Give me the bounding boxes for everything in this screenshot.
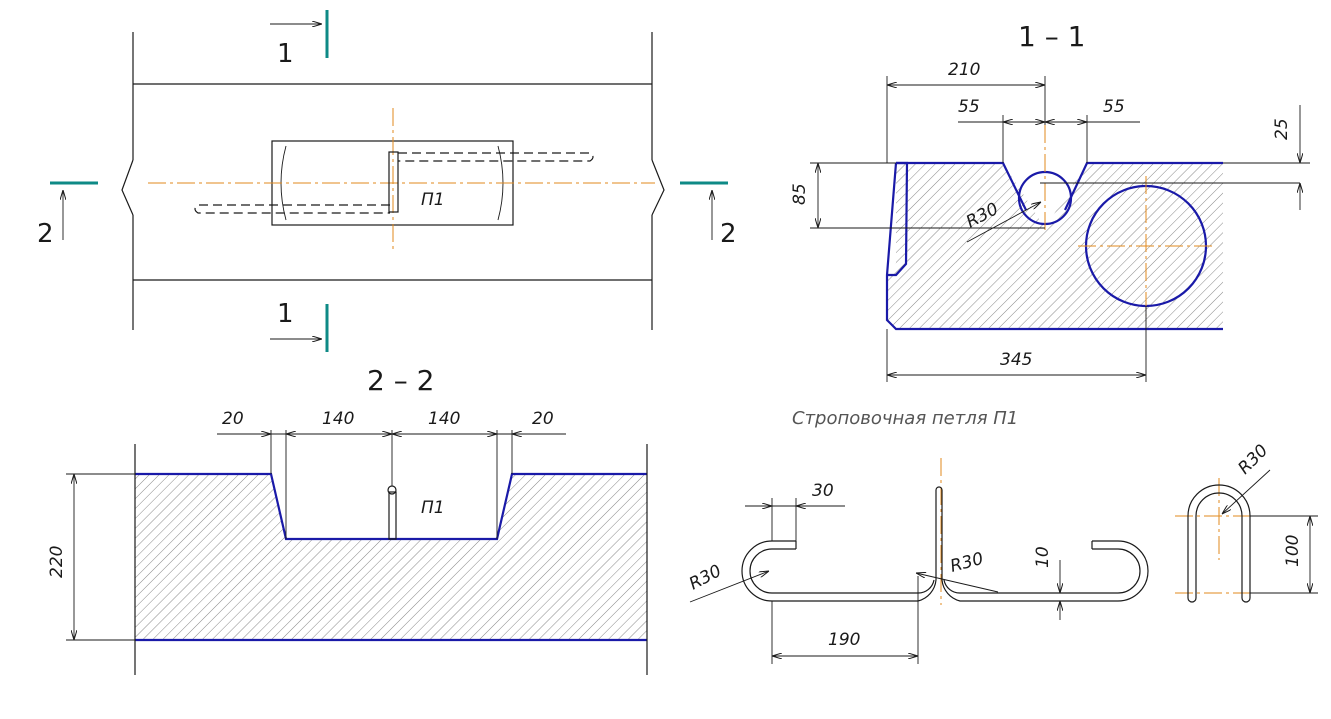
dim-20-left: 20 xyxy=(222,409,244,429)
section-1-1: 1 – 1 210 55 55 25 85 xyxy=(790,20,1310,382)
dim-10: 10 xyxy=(1033,546,1053,568)
dim-210: 210 xyxy=(948,60,980,80)
dim-25: 25 xyxy=(1272,118,1292,140)
cut-2-right-label: 2 xyxy=(720,219,737,249)
dim-190: 190 xyxy=(828,630,860,650)
section-2-2-loop-label: П1 xyxy=(421,498,445,518)
dim-345: 345 xyxy=(1000,350,1032,370)
dim-55-left: 55 xyxy=(958,97,980,117)
section-1-1-title: 1 – 1 xyxy=(1018,20,1085,53)
cut-2-left-label: 2 xyxy=(37,219,54,249)
cut-1-top-label: 1 xyxy=(277,39,294,69)
dim-140-left: 140 xyxy=(322,409,354,429)
dim-140-right: 140 xyxy=(428,409,460,429)
section-2-2-title: 2 – 2 xyxy=(367,364,434,397)
loop-caption: Строповочная петля П1 xyxy=(792,408,1018,429)
plan-view: П1 1 1 2 2 xyxy=(37,10,737,352)
dim-55-right: 55 xyxy=(1103,97,1125,117)
dim-30: 30 xyxy=(812,481,834,501)
radius-r30-middle: R30 xyxy=(948,549,985,577)
dim-220: 220 xyxy=(47,546,67,578)
lifting-loop-detail: Строповочная петля П1 30 R30 R30 10 190 xyxy=(686,408,1318,664)
cut-1-bottom-label: 1 xyxy=(277,299,294,329)
section-2-2: 2 – 2 П1 20 140 140 20 220 xyxy=(47,364,648,675)
radius-r30-left: R30 xyxy=(686,561,725,594)
dim-100: 100 xyxy=(1283,535,1303,567)
dim-85: 85 xyxy=(790,183,810,205)
dim-20-right: 20 xyxy=(532,409,554,429)
plan-loop-label: П1 xyxy=(421,190,445,210)
